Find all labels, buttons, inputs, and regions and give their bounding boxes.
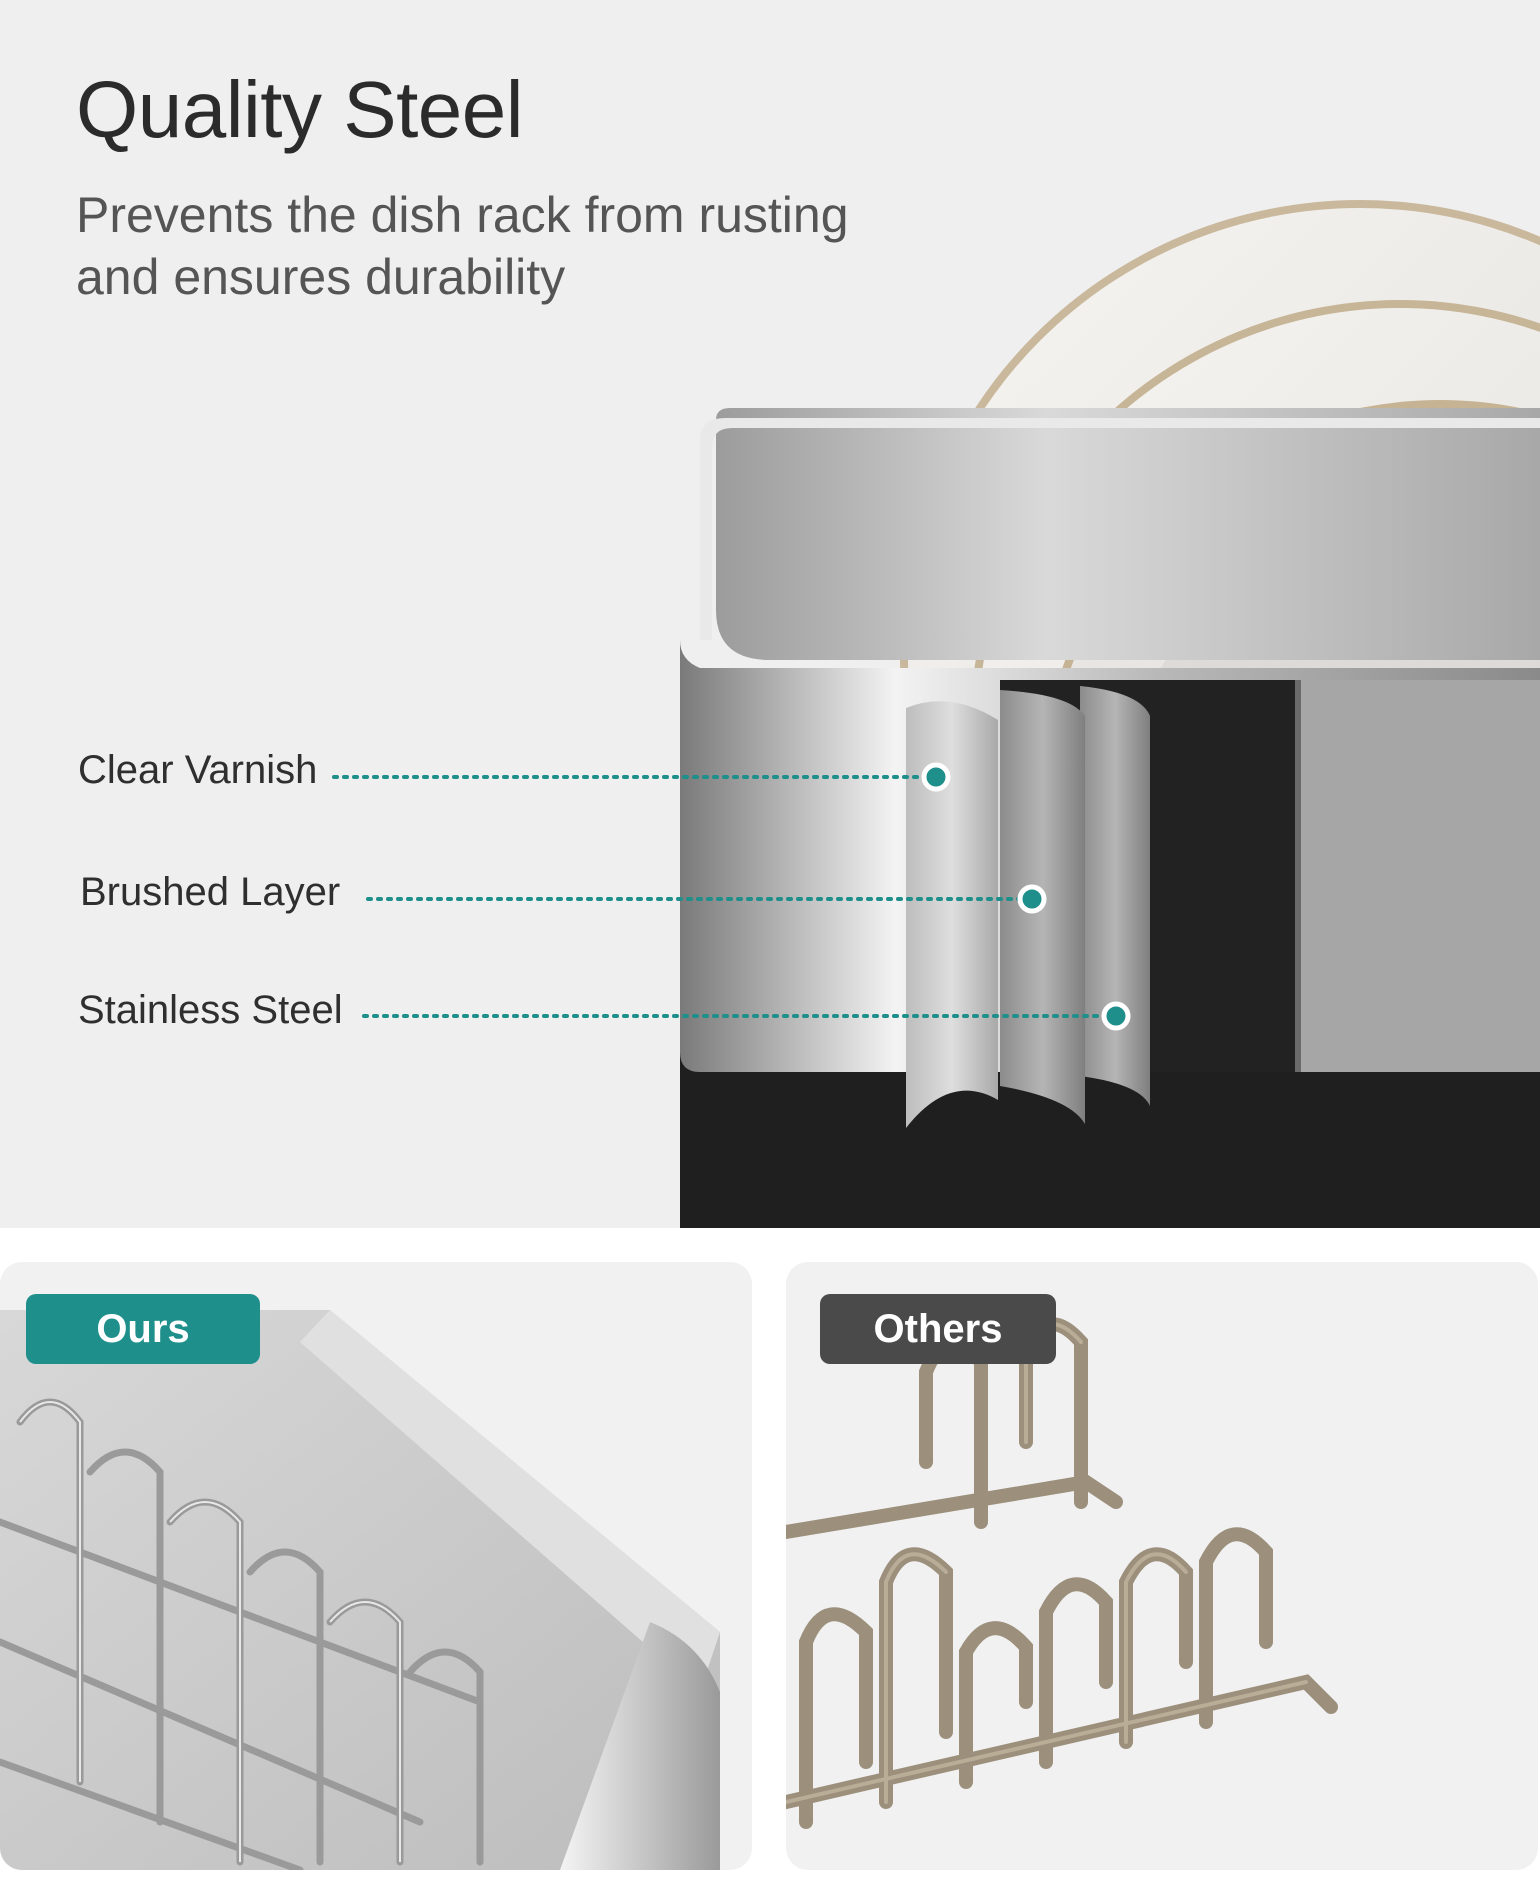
layer-markers — [921, 762, 1131, 1031]
ours-rack-illustration — [0, 1310, 720, 1870]
headline: Quality Steel — [76, 65, 524, 154]
ours-badge: Ours — [26, 1294, 260, 1364]
tray-inner-wall — [716, 408, 1540, 660]
quality-steel-panel: Quality Steel Prevents the dish rack fro… — [0, 0, 1540, 1228]
others-badge: Others — [820, 1294, 1056, 1364]
leader-lines — [332, 775, 1110, 1018]
subheadline-line-2: and ensures durability — [76, 249, 566, 305]
label-clear-varnish: Clear Varnish — [78, 748, 318, 792]
subheadline: Prevents the dish rack from rusting and … — [76, 184, 976, 308]
dish-rack-cross-section-illustration — [332, 200, 1540, 1228]
subheadline-line-1: Prevents the dish rack from rusting — [76, 187, 849, 243]
label-stainless-steel: Stainless Steel — [78, 988, 343, 1032]
label-brushed-layer: Brushed Layer — [80, 870, 341, 914]
